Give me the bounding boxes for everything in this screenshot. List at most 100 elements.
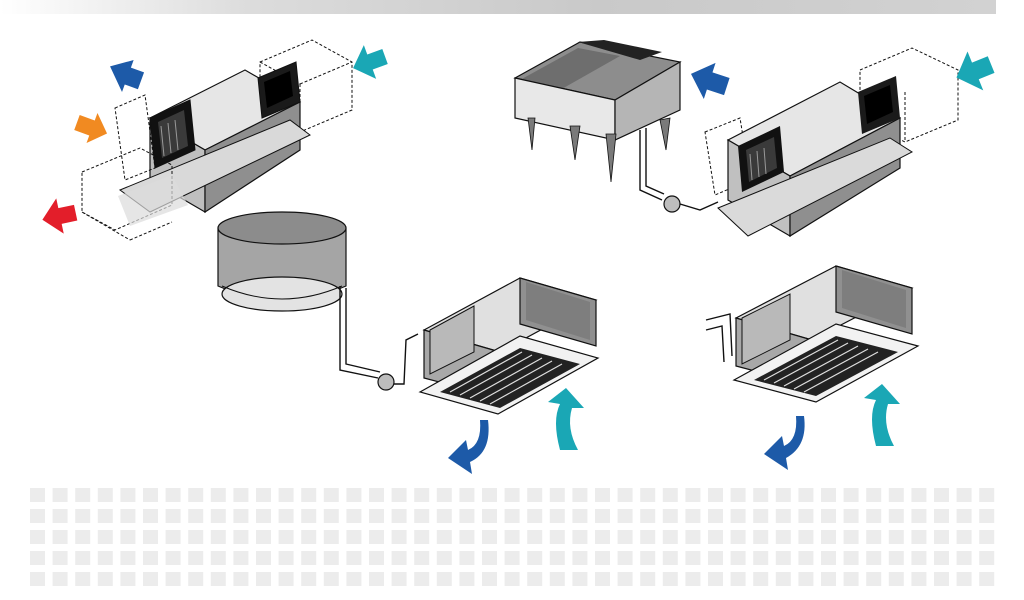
pattern-tile: [53, 488, 68, 502]
pattern-tile: [482, 509, 497, 523]
pattern-tile: [98, 488, 113, 502]
pattern-tile: [75, 551, 90, 565]
pattern-tile: [957, 488, 972, 502]
pattern-tile: [346, 551, 361, 565]
return-air-arrow-icon: [347, 40, 391, 85]
pattern-tile: [640, 572, 655, 586]
pattern-tile: [934, 509, 949, 523]
cassette2-pipes: [706, 314, 732, 362]
pattern-tile: [437, 551, 452, 565]
pattern-tile: [30, 551, 45, 565]
ducted-unit-indoor: [705, 45, 999, 236]
pattern-tile: [301, 488, 316, 502]
pattern-tile: [279, 488, 294, 502]
pattern-tile: [211, 551, 226, 565]
pattern-tile: [821, 530, 836, 544]
pattern-tile: [934, 551, 949, 565]
pattern-tile: [640, 530, 655, 544]
pattern-tile: [640, 488, 655, 502]
pattern-tile: [279, 551, 294, 565]
pattern-tile: [346, 509, 361, 523]
pattern-tile: [482, 530, 497, 544]
pattern-tile: [392, 572, 407, 586]
pattern-tile: [776, 551, 791, 565]
pattern-tile: [957, 572, 972, 586]
pattern-tile: [414, 488, 429, 502]
cassette-unit-1: [420, 278, 598, 474]
pattern-tile: [572, 551, 587, 565]
pattern-tile: [414, 572, 429, 586]
pattern-tile: [188, 530, 203, 544]
pattern-tile: [957, 509, 972, 523]
pattern-tile: [324, 551, 339, 565]
pattern-tile: [211, 572, 226, 586]
pattern-tile: [572, 530, 587, 544]
pattern-tile: [708, 488, 723, 502]
ducted-unit-fresh-air: [39, 40, 392, 240]
pattern-tile: [166, 530, 181, 544]
pattern-tile: [211, 530, 226, 544]
pattern-tile: [572, 572, 587, 586]
pattern-tile: [708, 551, 723, 565]
dry-cooler-base: [222, 277, 342, 311]
pattern-tile: [911, 488, 926, 502]
pattern-tile: [866, 572, 881, 586]
pattern-tile: [798, 530, 813, 544]
pattern-tile: [369, 530, 384, 544]
pattern-tile: [256, 509, 271, 523]
pattern-tile: [256, 572, 271, 586]
pattern-tile: [233, 551, 248, 565]
pattern-tile: [459, 551, 474, 565]
pattern-tile: [256, 551, 271, 565]
pattern-tile: [685, 530, 700, 544]
pattern-tile: [866, 509, 881, 523]
pattern-tile: [369, 509, 384, 523]
pattern-tile: [685, 572, 700, 586]
pattern-tile: [889, 488, 904, 502]
pattern-tile: [595, 572, 610, 586]
pattern-tile: [75, 488, 90, 502]
pattern-tile: [685, 551, 700, 565]
pattern-tile: [459, 530, 474, 544]
pattern-tile: [369, 488, 384, 502]
pattern-tile: [889, 509, 904, 523]
pattern-tile: [911, 530, 926, 544]
pattern-tile: [821, 488, 836, 502]
pattern-tile: [844, 530, 859, 544]
pattern-tile: [572, 509, 587, 523]
pattern-tile: [550, 572, 565, 586]
pattern-tile: [798, 509, 813, 523]
pattern-tile: [640, 551, 655, 565]
pattern-tile: [595, 488, 610, 502]
pattern-tile: [979, 530, 994, 544]
tile-pattern-background: [30, 488, 1000, 594]
pattern-tile: [188, 488, 203, 502]
pattern-tile: [188, 572, 203, 586]
pattern-tile: [301, 572, 316, 586]
pattern-tile: [166, 509, 181, 523]
pattern-tile: [75, 509, 90, 523]
pattern-tile: [369, 572, 384, 586]
pattern-tile: [708, 509, 723, 523]
pattern-tile: [120, 530, 135, 544]
cassette2-return-arrow-icon: [864, 384, 900, 446]
pattern-tile: [776, 509, 791, 523]
pattern-tile: [889, 530, 904, 544]
pattern-tile: [934, 488, 949, 502]
pattern-tile: [211, 488, 226, 502]
pattern-tile: [392, 509, 407, 523]
pattern-tile: [459, 488, 474, 502]
pattern-tile: [550, 488, 565, 502]
pattern-tile: [844, 551, 859, 565]
pattern-tile: [98, 509, 113, 523]
unit2-return-arrow-icon: [949, 45, 999, 98]
pattern-tile: [618, 530, 633, 544]
pattern-tile: [30, 488, 45, 502]
cassette1-pipes: [340, 286, 380, 378]
pattern-tile: [53, 551, 68, 565]
pattern-tile: [505, 572, 520, 586]
pattern-tile: [437, 572, 452, 586]
pattern-tile: [188, 509, 203, 523]
pattern-tile: [595, 551, 610, 565]
